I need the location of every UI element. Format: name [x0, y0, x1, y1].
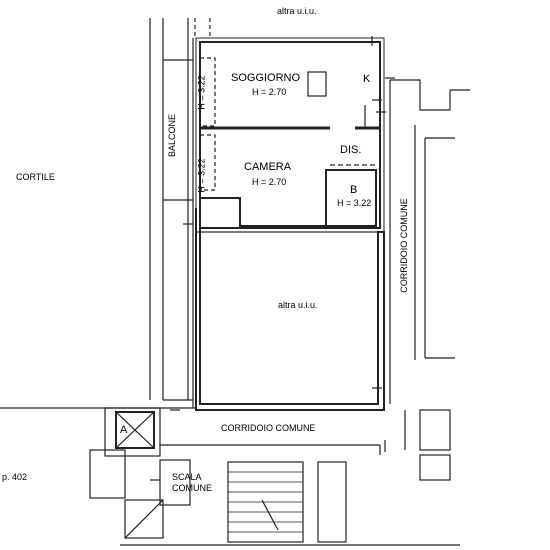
- corridor-vertical-label: CORRIDOIO COMUNE: [398, 198, 409, 293]
- bagno-room: [325, 169, 377, 227]
- stair-label-2: COMUNE: [172, 483, 212, 493]
- balcone-height-2: H = 3.22: [196, 158, 207, 193]
- corridor-horizontal-label: CORRIDOIO COMUNE: [221, 423, 316, 433]
- particella-label: p. 402: [2, 472, 28, 482]
- balcone-label: BALCONE: [167, 113, 178, 158]
- bagno-label: B: [350, 184, 358, 196]
- top-unit-label: altra u.i.u.: [277, 6, 317, 16]
- cortile-label: CORTILE: [16, 172, 55, 182]
- disimpegno-label: DIS.: [340, 144, 362, 156]
- stair-label-1: SCALA: [172, 472, 202, 482]
- soggiorno-height: H = 2.70: [252, 87, 287, 97]
- bagno-height: H = 3.22: [337, 198, 372, 208]
- soggiorno-label: SOGGIORNO: [231, 72, 301, 84]
- middle-unit-label: altra u.i.u.: [278, 300, 318, 310]
- camera-height: H = 2.70: [252, 177, 287, 187]
- lift-label: A: [120, 424, 128, 436]
- lift-box: [115, 411, 155, 449]
- camera-label: CAMERA: [244, 161, 292, 173]
- kitchen-unit: [307, 71, 327, 97]
- kitchen-label: K: [363, 73, 371, 85]
- balcone-height-1: H = 3.22: [196, 75, 207, 110]
